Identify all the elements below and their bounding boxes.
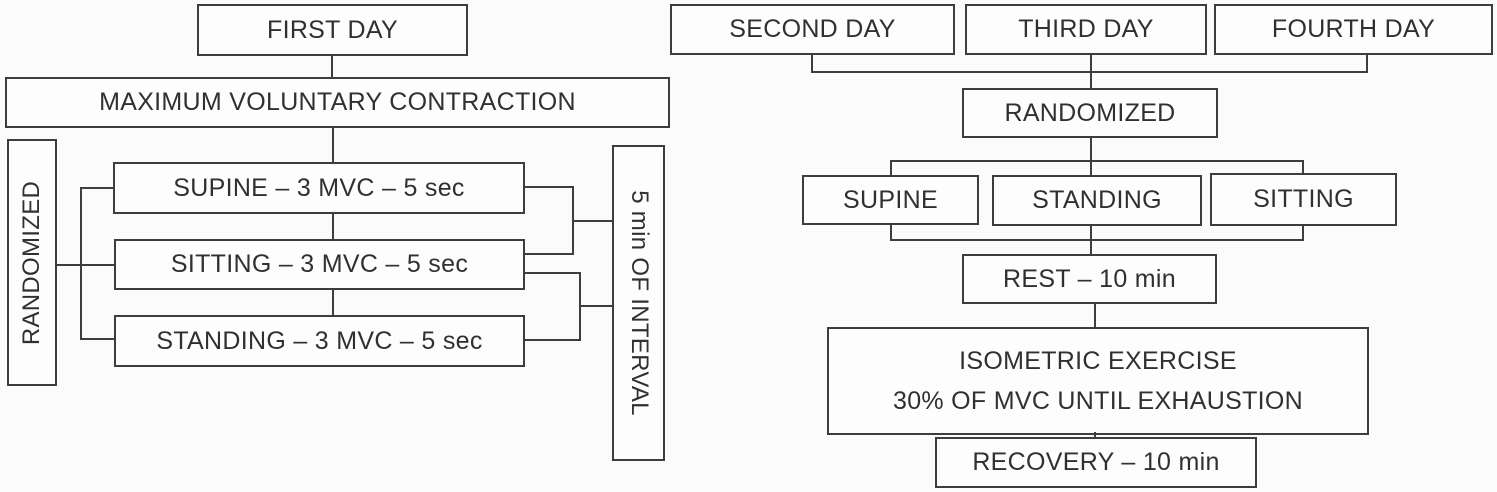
first-day-box: FIRST DAY xyxy=(197,4,468,56)
sitting-box: SITTING xyxy=(1210,173,1397,226)
connector xyxy=(1090,55,1092,89)
second-day-box: SECOND DAY xyxy=(670,4,955,55)
connector xyxy=(1302,160,1304,174)
connector xyxy=(1094,432,1096,439)
fourth-day-box: FOURTH DAY xyxy=(1214,4,1493,55)
interval-label: 5 min OF INTERVAL xyxy=(625,190,653,416)
connector xyxy=(890,224,892,241)
randomized-left-box: RANDOMIZED xyxy=(7,139,57,386)
connector xyxy=(57,264,114,266)
connector xyxy=(572,220,614,222)
connector xyxy=(332,213,334,240)
supine-mvc-box: SUPINE – 3 MVC – 5 sec xyxy=(113,162,525,214)
connector xyxy=(524,272,581,274)
mvc-box: MAXIMUM VOLUNTARY CONTRACTION xyxy=(5,77,670,128)
connector xyxy=(524,253,574,255)
standing-box: STANDING xyxy=(992,175,1202,226)
isometric-exercise-box: ISOMETRIC EXERCISE 30% OF MVC UNTIL EXHA… xyxy=(827,327,1369,435)
connector xyxy=(80,338,115,340)
connector xyxy=(1090,137,1092,176)
randomized-right-box: RANDOMIZED xyxy=(962,88,1218,138)
connector xyxy=(524,186,574,188)
connector xyxy=(331,56,333,78)
connector xyxy=(890,160,892,176)
connector xyxy=(332,289,334,316)
connector xyxy=(1090,225,1092,254)
recovery-box: RECOVERY – 10 min xyxy=(935,437,1257,488)
supine-box: SUPINE xyxy=(802,175,979,225)
sitting-mvc-box: SITTING – 3 MVC – 5 sec xyxy=(114,239,525,290)
rest-box: REST – 10 min xyxy=(962,254,1217,304)
isometric-line2: 30% OF MVC UNTIL EXHAUSTION xyxy=(892,387,1304,415)
connector xyxy=(1094,303,1096,328)
interval-box: 5 min OF INTERVAL xyxy=(612,145,665,461)
connector xyxy=(890,239,1304,241)
connector xyxy=(80,187,114,189)
connector xyxy=(890,160,1304,162)
standing-mvc-box: STANDING – 3 MVC – 5 sec xyxy=(114,315,525,367)
connector xyxy=(1366,55,1368,73)
third-day-box: THIRD DAY xyxy=(965,4,1207,55)
connector xyxy=(80,187,82,340)
connector xyxy=(524,339,581,341)
randomized-left-label: RANDOMIZED xyxy=(18,180,45,345)
connector xyxy=(811,71,1368,73)
connector xyxy=(811,55,813,73)
connector xyxy=(579,305,614,307)
connector xyxy=(1302,225,1304,241)
isometric-line1: ISOMETRIC EXERCISE xyxy=(959,347,1237,375)
connector xyxy=(332,127,334,163)
